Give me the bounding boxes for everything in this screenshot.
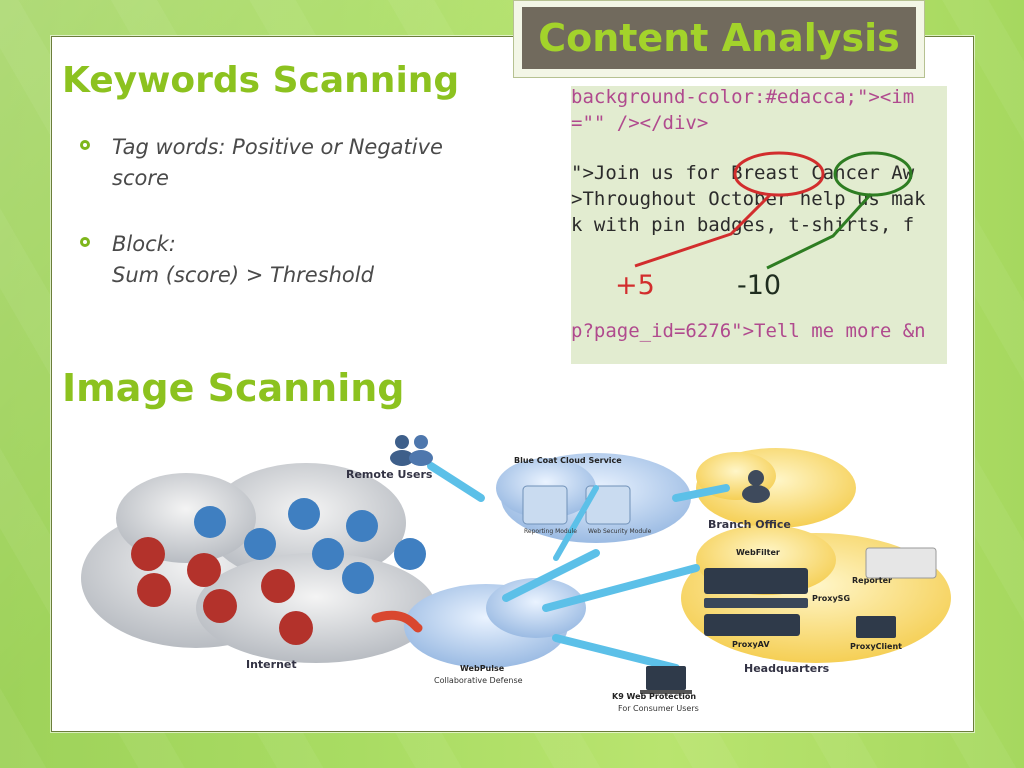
branch-office-label: Branch Office <box>708 518 791 531</box>
negative-pointer <box>766 192 873 270</box>
network-diagram: Remote Users Blue Coat Cloud Service Rep… <box>76 428 956 718</box>
remote-users-label: Remote Users <box>346 468 433 481</box>
arrows <box>371 462 730 672</box>
code-line: ">Join us for Breast Cancer Aw <box>571 162 915 184</box>
bullet-line: Block: <box>112 232 176 256</box>
branch-users-icon <box>742 470 770 503</box>
reporting-module-label: Reporting Module <box>524 528 577 535</box>
code-screenshot: background-color:#edacca;"><im ="" /></d… <box>571 86 947 364</box>
breast-circle <box>733 151 825 197</box>
webpulse-sub-label: Collaborative Defense <box>434 676 523 685</box>
cloud-service-cloud <box>496 453 691 543</box>
bullet-ring-icon <box>80 140 90 150</box>
cancer-circle <box>833 151 913 197</box>
k9-laptop-icon <box>640 666 692 694</box>
code-line: >Throughout October help us mak <box>571 188 926 210</box>
keywords-heading: Keywords Scanning <box>62 60 460 101</box>
proxysg-label: ProxySG <box>812 594 851 603</box>
headquarters-label: Headquarters <box>744 662 830 675</box>
positive-score: +5 <box>615 270 655 301</box>
content-icons <box>194 498 426 594</box>
reporter-label: Reporter <box>852 576 892 585</box>
code-line: background-color:#edacca;"><im <box>571 86 915 108</box>
hq-cloud <box>681 525 951 663</box>
users-icon <box>390 435 433 466</box>
slide-title: Content Analysis <box>522 7 916 69</box>
bullet-ring-icon <box>80 237 90 247</box>
k9-sub-label: For Consumer Users <box>618 704 699 713</box>
bullet-block: Block: Sum (score) > Threshold <box>80 229 506 291</box>
code-line: p?page_id=6276">Tell me more &n <box>571 320 926 342</box>
webpulse-label: WebPulse <box>460 664 505 673</box>
proxyav-label: ProxyAV <box>732 640 770 649</box>
title-tab: Content Analysis <box>513 0 925 78</box>
webfilter-label: WebFilter <box>736 548 780 557</box>
bullet-line: score <box>112 166 169 190</box>
annotation-overlay <box>634 151 913 270</box>
image-heading: Image Scanning <box>62 366 405 410</box>
diagram-graphics <box>81 435 951 694</box>
web-security-module-label: Web Security Module <box>588 528 652 535</box>
bullet-line: Sum (score) > Threshold <box>112 263 374 287</box>
positive-pointer <box>634 192 773 268</box>
webpulse-cloud <box>404 578 586 668</box>
negative-score: -10 <box>737 270 782 301</box>
proxyclient-label: ProxyClient <box>850 642 902 651</box>
internet-label: Internet <box>246 658 297 671</box>
threat-icons <box>131 537 313 645</box>
cloud-service-label: Blue Coat Cloud Service <box>514 456 622 465</box>
code-line: k with pin badges, t-shirts, f <box>571 214 915 236</box>
code-line: ="" /></div> <box>571 112 709 134</box>
k9-label: K9 Web Protection <box>612 692 697 701</box>
bullet-tag-words: Tag words: Positive or Negative score <box>80 132 506 194</box>
bullet-line: Tag words: Positive or Negative <box>112 135 443 159</box>
